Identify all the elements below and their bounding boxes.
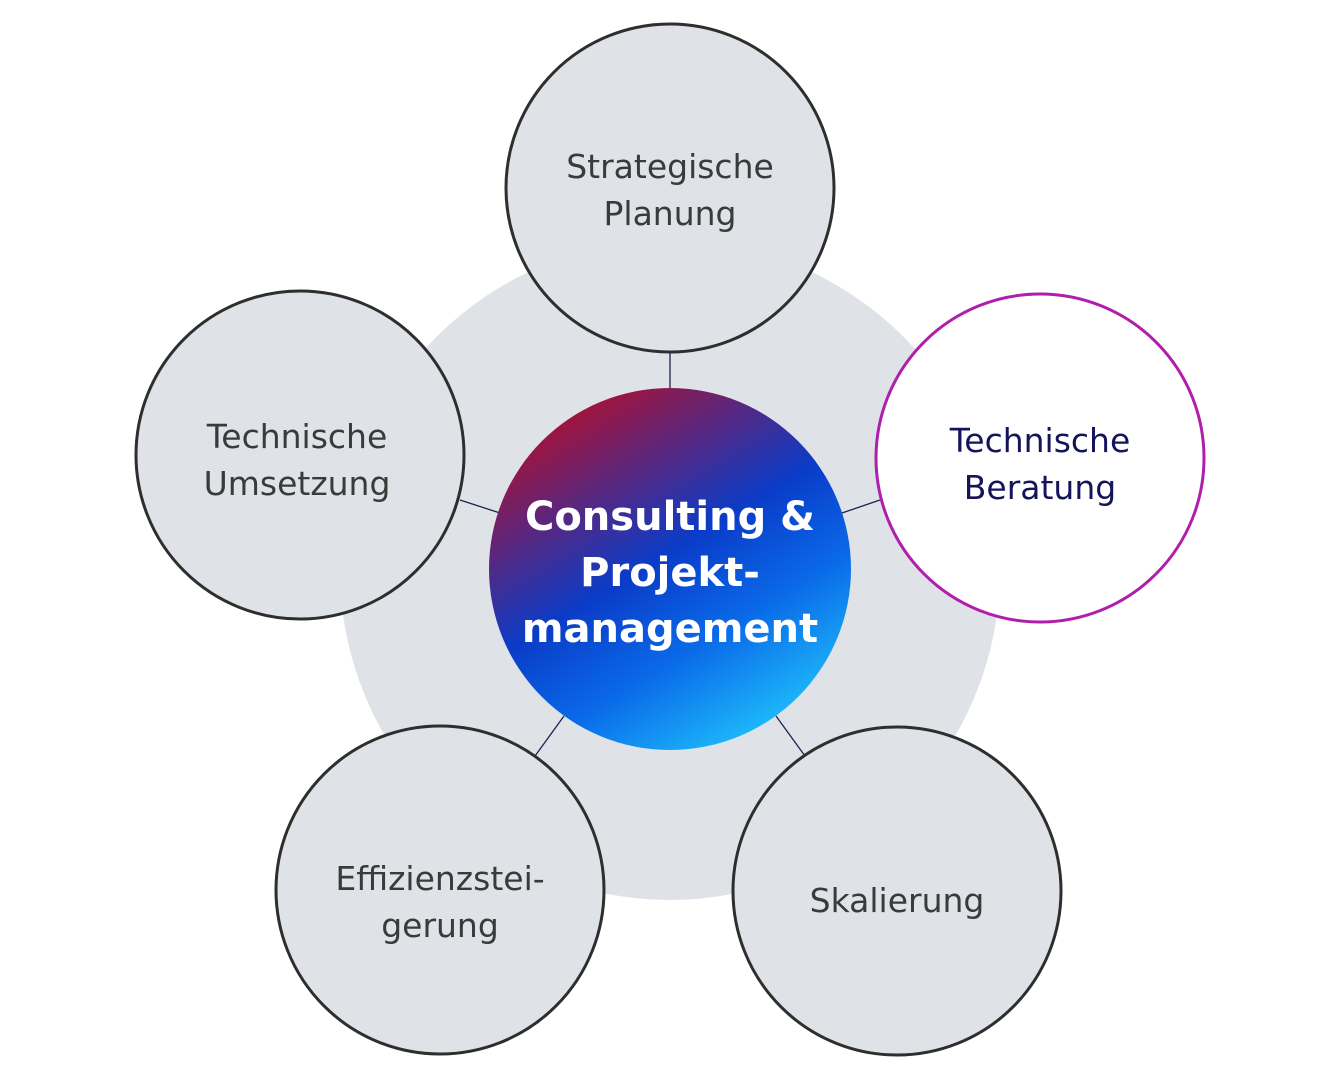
node-label: Skalierung [810, 881, 985, 920]
connector-left [459, 499, 501, 514]
node-label: Technische [949, 421, 1131, 460]
node-label: Technische [206, 417, 388, 456]
center-label: Consulting & [525, 494, 815, 540]
node-label: gerung [381, 906, 499, 945]
node-effizienzsteigerung: Effizienzstei- gerung [274, 724, 606, 1056]
node-label: Umsetzung [204, 464, 391, 503]
node-technische-umsetzung: Technische Umsetzung [134, 289, 466, 621]
node-strategische-planung: Strategische Planung [504, 22, 836, 354]
node-label: Beratung [964, 468, 1116, 507]
node-label: Planung [604, 194, 737, 233]
center-node: Consulting & Projekt- management [489, 388, 851, 750]
center-label: management [522, 606, 818, 652]
connector-bottom-right [775, 715, 806, 757]
center-label: Projekt- [580, 550, 760, 596]
node-skalierung: Skalierung [731, 725, 1063, 1057]
node-label: Strategische [566, 147, 774, 186]
connector-bottom-left [534, 715, 565, 757]
connector-right [841, 499, 881, 514]
node-technische-beratung: Technische Beratung [874, 292, 1206, 624]
node-label: Effizienzstei- [335, 859, 544, 898]
